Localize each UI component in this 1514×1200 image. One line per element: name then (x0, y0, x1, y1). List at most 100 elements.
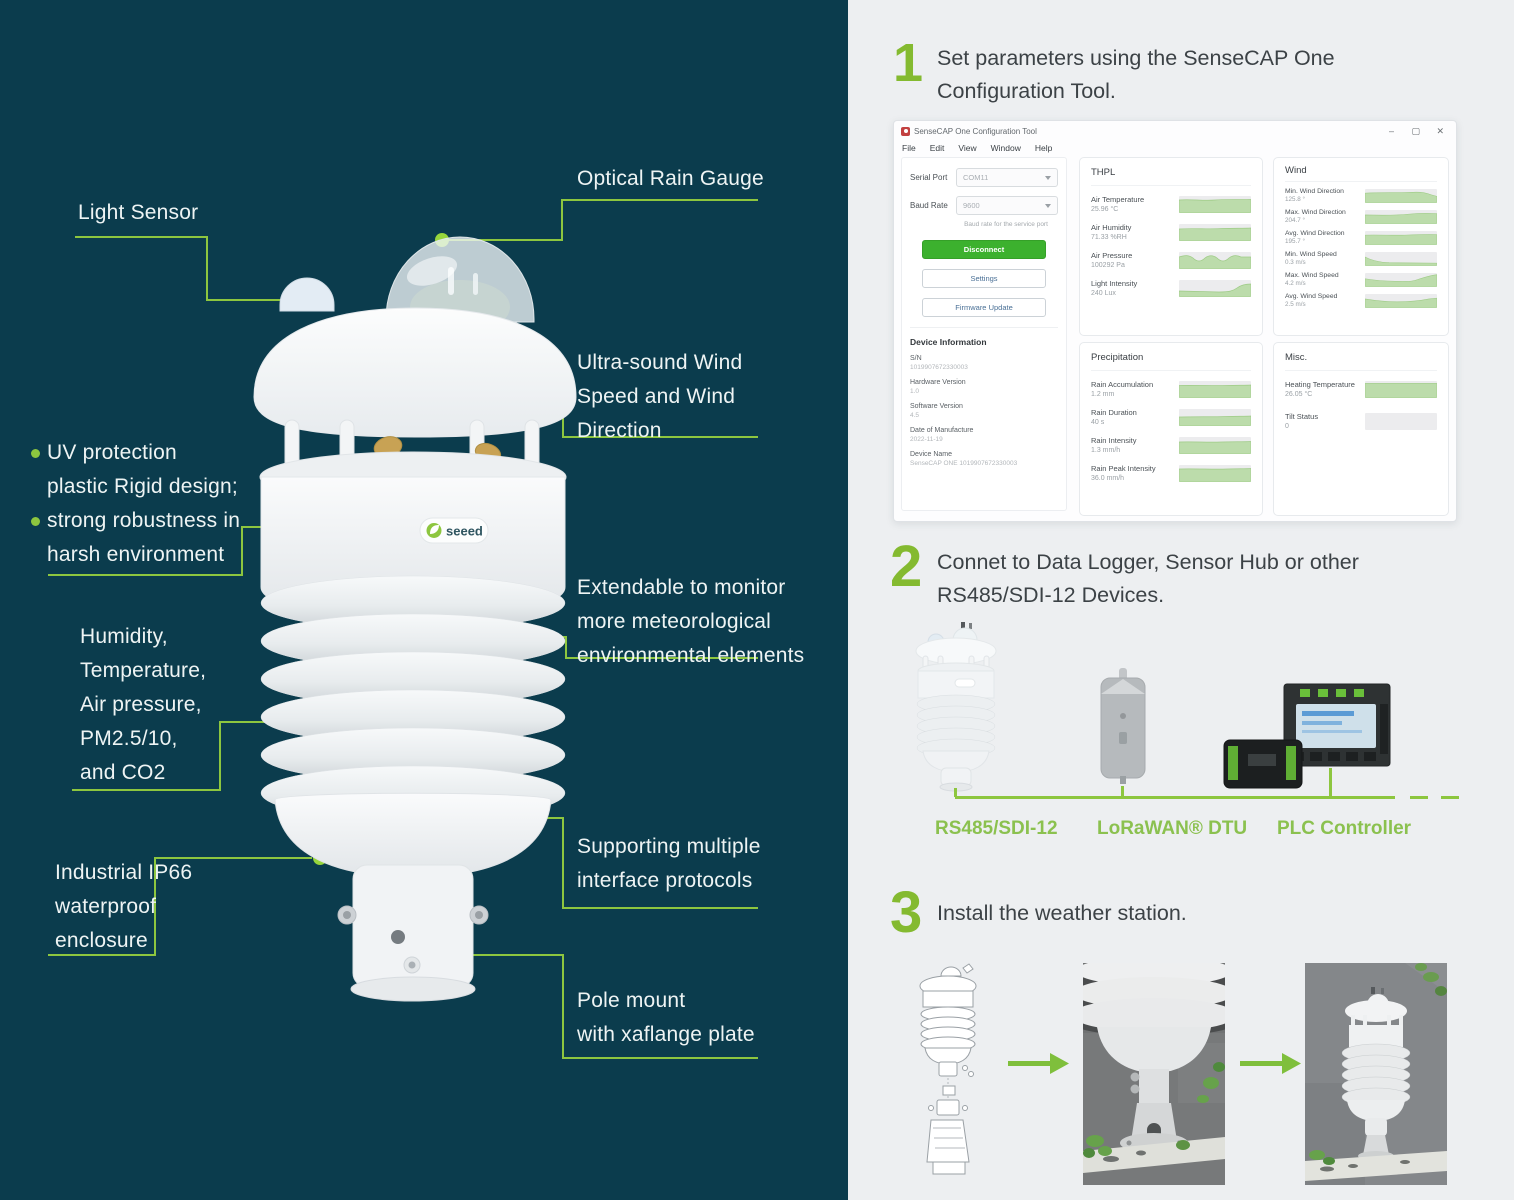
sparkline-chart (1365, 412, 1437, 430)
bus-line-horizontal (955, 796, 1395, 799)
chevron-down-icon (1045, 175, 1051, 180)
step1-number: 1 (893, 33, 924, 93)
callout-optical-rain-gauge: Optical Rain Gauge (577, 167, 764, 190)
assembly-sketch (919, 963, 977, 1175)
sparkline-chart (1365, 293, 1437, 308)
menu-help[interactable]: Help (1034, 143, 1053, 153)
sparkline-chart (1365, 251, 1437, 266)
minimize-button[interactable]: – (1388, 126, 1394, 136)
disconnect-button[interactable]: Disconnect (922, 240, 1046, 259)
callout-protocols: Supporting multiple interface protocols (577, 835, 761, 892)
sparkline-chart (1179, 464, 1251, 482)
sparkline-chart (1179, 436, 1251, 454)
step2-text: Connet to Data Logger, Sensor Hub or oth… (937, 550, 1359, 607)
step2-number: 2 (890, 534, 923, 599)
sparkline-chart (1365, 188, 1437, 203)
menu-view[interactable]: View (958, 143, 977, 153)
connection-sidebar: Serial Port COM11 Baud Rate 9600 Baud ra… (901, 157, 1067, 511)
lorawan-dtu-device (1100, 668, 1146, 784)
arrow-right-icon (1240, 1053, 1301, 1074)
step3-text: Install the weather station. (937, 901, 1187, 925)
device-info-field: S/N 1019907672330003 (910, 355, 968, 371)
sparkline-chart (1365, 272, 1437, 287)
config-tool-window: SenseCAP One Configuration Tool – ▢ ✕ Fi… (893, 120, 1457, 522)
product-panel: seeed Light Sensor Optic (0, 0, 848, 1200)
sparkline-chart (1365, 209, 1437, 224)
sparkline-chart (1179, 279, 1251, 297)
device-info-field: Software Version 4.5 (910, 403, 963, 419)
brand-logo-text: seeed (446, 524, 483, 539)
device-label-lorawan-dtu: LoRaWAN® DTU (1097, 818, 1248, 839)
menu-edit[interactable]: Edit (929, 143, 945, 153)
panel-title: THPL (1091, 167, 1251, 186)
app-icon (901, 126, 910, 136)
bus-dash (1441, 796, 1459, 799)
weather-station-illustration: seeed (253, 236, 577, 1002)
menu-bar: File Edit View Window Help (902, 143, 1052, 153)
menu-window[interactable]: Window (990, 143, 1021, 153)
maximize-button[interactable]: ▢ (1411, 126, 1420, 136)
callout-wind-sensor: Ultra-sound Wind Speed and Wind Directio… (577, 351, 743, 442)
sparkline-chart (1179, 380, 1251, 398)
baud-rate-hint: Baud rate for the service port (964, 221, 1048, 228)
bullet-dot (31, 449, 40, 458)
sparkline-chart (1365, 230, 1437, 245)
device-info-field: Hardware Version 1.0 (910, 379, 966, 395)
callout-pole-mount: Pole mount with xaflange plate (577, 989, 755, 1046)
config-tool-titlebar: SenseCAP One Configuration Tool (894, 121, 1456, 141)
sparkline-chart (1179, 223, 1251, 241)
serial-port-select[interactable]: COM11 (956, 168, 1058, 187)
plc-controller-device (1223, 683, 1391, 789)
step1-text: Set parameters using the SenseCAP One Co… (937, 46, 1335, 103)
install-photo-complete (1305, 963, 1447, 1185)
baud-rate-label: Baud Rate (910, 201, 948, 210)
bus-dash (1410, 796, 1428, 799)
sparkline-chart (1179, 408, 1251, 426)
sparkline-chart (1179, 251, 1251, 269)
callout-light-sensor: Light Sensor (78, 201, 199, 224)
callout-ip66: Industrial IP66 waterproof enclosure (55, 861, 193, 952)
firmware-update-button[interactable]: Firmware Update (922, 298, 1046, 317)
install-photo-mounting (1083, 963, 1225, 1185)
serial-port-label: Serial Port (910, 173, 948, 182)
bus-drop-dtu (1121, 786, 1124, 797)
window-title: SenseCAP One Configuration Tool (914, 126, 1037, 136)
arrow-right-icon (1008, 1053, 1069, 1074)
callout-internal-sensors: Humidity, Temperature, Air pressure, PM2… (80, 625, 207, 784)
panel-title: Wind (1285, 165, 1437, 182)
sparkline-chart (1179, 195, 1251, 213)
device-label-rs485: RS485/SDI-12 (935, 818, 1058, 839)
device-info-field: Device Name SenseCAP ONE 101990767233000… (910, 451, 1018, 467)
device-info-field: Date of Manufacture 2022-11-19 (910, 427, 974, 443)
callout-uv-protection: UV protection plastic Rigid design; stro… (47, 441, 241, 566)
baud-rate-select[interactable]: 9600 (956, 196, 1058, 215)
step3-number: 3 (890, 880, 923, 945)
chevron-down-icon (1045, 203, 1051, 208)
close-button[interactable]: ✕ (1436, 126, 1444, 136)
settings-button[interactable]: Settings (922, 269, 1046, 288)
bus-drop-plc (1329, 768, 1332, 797)
weather-station-thumbnail (915, 622, 997, 792)
bullet-dot (31, 517, 40, 526)
menu-file[interactable]: File (902, 143, 916, 153)
bus-drop-station (954, 788, 957, 797)
